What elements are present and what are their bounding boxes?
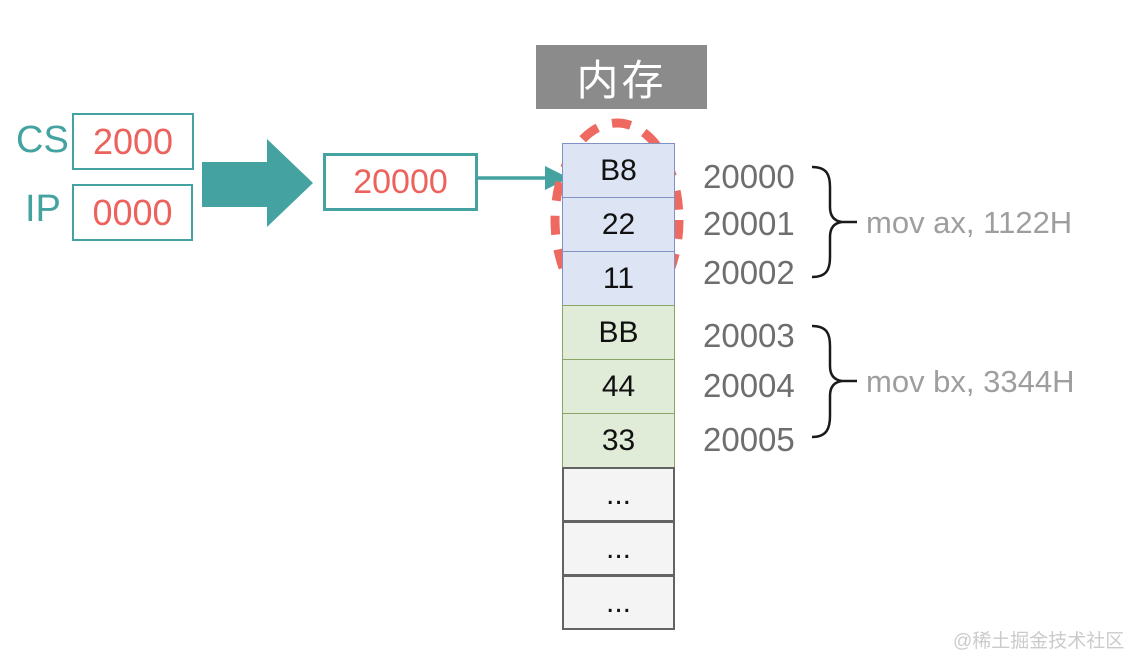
- physical-address-value: 20000: [353, 162, 448, 201]
- memory-cell: 33: [562, 413, 675, 468]
- ip-register-value: 0000: [92, 191, 173, 233]
- memory-cell: B8: [562, 143, 675, 198]
- address-pointer-arrow-icon: [473, 166, 569, 190]
- group-brace-icon: [811, 324, 857, 439]
- group-brace-icon: [811, 165, 857, 279]
- address-label: 20003: [703, 317, 795, 354]
- cs-register-label: CS: [16, 119, 69, 161]
- memory-cell: 11: [562, 251, 675, 306]
- instruction-annotation: mov ax, 1122H: [866, 205, 1073, 240]
- block-arrow-icon: [202, 139, 313, 227]
- address-label: 20001: [703, 205, 795, 242]
- watermark: @稀土掘金技术社区: [953, 631, 1125, 652]
- instruction-annotation: mov bx, 3344H: [866, 364, 1075, 399]
- memory-cell: ...: [562, 467, 675, 522]
- ip-register-label: IP: [25, 188, 61, 230]
- memory-title: 内存: [536, 45, 707, 109]
- cs-register-box: 2000: [72, 113, 194, 170]
- memory-cell: 22: [562, 197, 675, 252]
- memory-cell: 44: [562, 359, 675, 414]
- memory-cell: ...: [562, 521, 675, 576]
- address-label: 20002: [703, 254, 795, 291]
- memory-cell: BB: [562, 305, 675, 360]
- cs-register-value: 2000: [92, 120, 174, 162]
- memory-cell: ...: [562, 575, 675, 630]
- ip-register-box: 0000: [72, 184, 193, 241]
- physical-address-box: 20000: [323, 153, 478, 211]
- address-label: 20004: [703, 367, 795, 404]
- address-label: 20005: [703, 421, 795, 458]
- address-label: 20000: [703, 158, 795, 195]
